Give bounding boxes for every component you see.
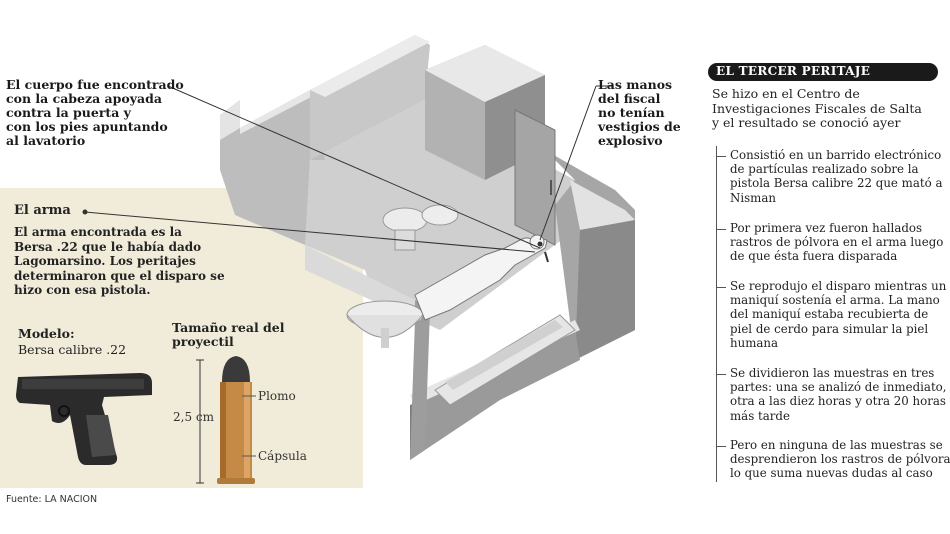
callout-body-position: El cuerpo fue encontrado con la cabeza a… xyxy=(6,77,184,148)
peritaje-header-bar xyxy=(708,63,938,81)
pistol-image xyxy=(16,373,152,465)
weapon-description: El arma encontrada es la Bersa .22 que l… xyxy=(14,225,225,297)
weapon-callout-line xyxy=(84,211,536,253)
callout-hands: Las manos del fiscal no tenían vestigios… xyxy=(598,77,681,148)
back-wall xyxy=(310,35,430,160)
body-callout-line xyxy=(167,85,541,249)
projectile-size-label: Tamaño real del proyectil xyxy=(172,320,285,349)
bidet xyxy=(421,204,459,226)
timeline-line xyxy=(716,146,717,482)
timeline-text: Pero en ninguna de las muestras se despr… xyxy=(730,438,950,481)
peritaje-title: EL TERCER PERITAJE xyxy=(716,64,871,78)
projectile-size-value: 2,5 cm xyxy=(173,410,214,424)
weapon-title: El arma xyxy=(14,203,71,218)
hands-callout-line xyxy=(539,85,597,241)
source-credit: Fuente: LA NACION xyxy=(6,494,98,505)
timeline-text: Por primera vez fueron hallados rastros … xyxy=(730,221,944,264)
bullet-lead xyxy=(222,356,250,382)
gun-marker xyxy=(544,251,549,263)
bathroom-illustration xyxy=(220,35,635,460)
front-wall xyxy=(410,330,580,450)
bullet-image xyxy=(217,356,255,484)
timeline-text: Se dividieron las muestras en tres parte… xyxy=(730,366,947,423)
model-label: Modelo: xyxy=(18,326,75,341)
capsula-label: Cápsula xyxy=(258,449,307,463)
timeline-text: Se reprodujo el disparo mientras un mani… xyxy=(730,279,947,350)
peritaje-intro: Se hizo en el Centro de Investigaciones … xyxy=(712,86,922,130)
plomo-label: Plomo xyxy=(258,389,296,403)
model-value: Bersa calibre .22 xyxy=(18,342,127,357)
timeline-text: Consistió en un barrido electrónico de p… xyxy=(730,148,943,205)
door xyxy=(514,109,556,246)
